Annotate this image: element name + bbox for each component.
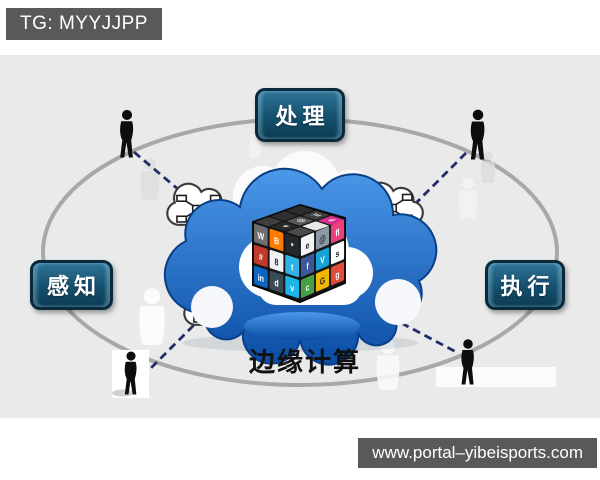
svg-text:d: d <box>274 277 278 290</box>
svg-text:a: a <box>279 224 292 229</box>
dashed-link-bottomleft <box>141 320 199 378</box>
svg-text:e: e <box>306 239 310 252</box>
side-white-puffs <box>191 279 421 328</box>
svg-text:W: W <box>258 229 265 242</box>
telegram-watermark-badge: TG: MYYJJPP <box>6 8 162 40</box>
node-execution: 执行 <box>485 260 565 310</box>
faint-watermark-strip <box>436 367 556 387</box>
svg-text:fl: fl <box>335 226 339 239</box>
svg-text:fl: fl <box>326 218 339 222</box>
blue-front-puff <box>244 312 360 340</box>
svg-text:in: in <box>258 271 264 284</box>
node-processing: 处理 <box>255 88 345 142</box>
svg-text:G: G <box>320 274 326 288</box>
svg-text:s: s <box>336 247 340 260</box>
person-topright-silhouette <box>470 109 485 160</box>
diagram-title: 边缘计算 <box>248 347 361 377</box>
svg-text:c: c <box>306 281 310 294</box>
svg-text:g: g <box>335 268 339 281</box>
svg-text:@: @ <box>293 218 308 223</box>
svg-text:in: in <box>309 213 324 218</box>
node-perception: 感知 <box>30 260 113 310</box>
svg-text:f: f <box>306 260 308 272</box>
person-topleft-silhouette <box>120 109 134 158</box>
svg-text:V: V <box>320 253 325 266</box>
website-watermark-badge: www.portal–yibeisports.com <box>358 438 597 468</box>
svg-text:*: * <box>291 240 294 252</box>
dashed-link-topright <box>403 152 467 216</box>
svg-text:B: B <box>274 234 279 247</box>
svg-text:t: t <box>291 261 293 273</box>
svg-text:#: # <box>259 251 263 263</box>
svg-text:8: 8 <box>275 256 279 268</box>
svg-text:@: @ <box>319 232 326 246</box>
svg-text:v: v <box>290 282 294 294</box>
